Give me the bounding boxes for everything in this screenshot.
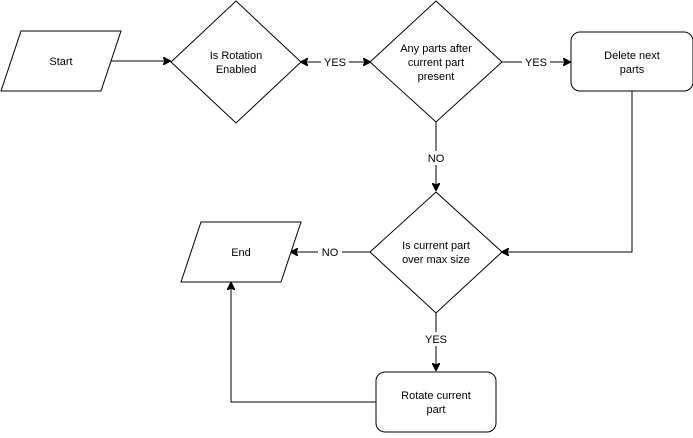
edge-labels: YES YES NO NO YES — [318, 55, 550, 346]
node-start-label: Start — [49, 56, 72, 68]
node-delete-label-line1: Delete next — [604, 50, 660, 62]
edge-label-overmax-to-end: NO — [322, 247, 339, 259]
node-parts-after-present: Any parts after current part present — [369, 0, 503, 123]
edge-rotate-to-end — [231, 283, 376, 403]
node-start: Start — [0, 30, 122, 92]
node-end-label: End — [231, 247, 251, 259]
node-delete-label-line2: parts — [620, 64, 645, 76]
edge-label-rotation-to-parts: YES — [324, 57, 346, 69]
edges — [111, 61, 633, 403]
node-parts-label-line1: Any parts after — [400, 43, 472, 55]
node-rotate-current-part: Rotate current part — [375, 371, 497, 433]
edge-label-parts-to-delete: YES — [525, 57, 547, 69]
node-rotation-enabled: Is Rotation Enabled — [170, 0, 302, 124]
node-parts-label-line3: present — [418, 71, 455, 83]
node-rotate-label-line2: part — [427, 404, 446, 416]
node-overmax-label-line1: Is current part — [402, 240, 470, 252]
node-delete-next-parts: Delete next parts — [570, 31, 693, 92]
node-rotation-label-line2: Enabled — [216, 64, 256, 76]
node-overmax-label-line2: over max size — [402, 254, 470, 266]
node-end: End — [180, 221, 302, 283]
node-parts-label-line2: current part — [408, 57, 464, 69]
node-over-max-size: Is current part over max size — [369, 191, 503, 314]
node-rotate-label-line1: Rotate current — [401, 390, 471, 402]
edge-label-parts-to-overmax: NO — [428, 153, 445, 165]
node-rotation-label-line1: Is Rotation — [210, 50, 263, 62]
edge-delete-to-overmax — [502, 91, 633, 252]
edge-label-overmax-to-rotate: YES — [425, 334, 447, 346]
